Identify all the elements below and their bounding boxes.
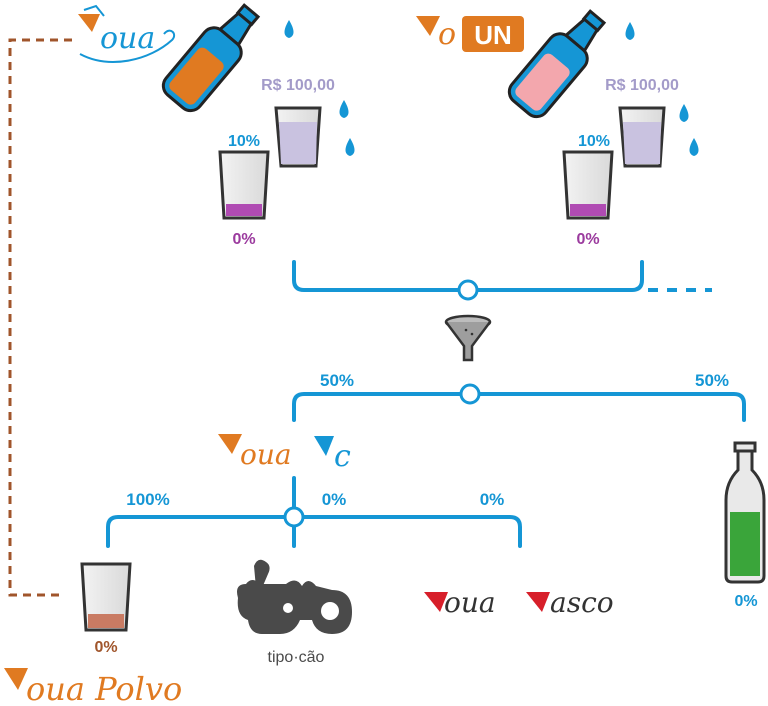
vouac-logo-suffix: c (334, 439, 351, 474)
split1-right-pct: 50% (695, 371, 729, 390)
right-share-pct: 10% (578, 133, 610, 150)
dog-bone-icon (237, 559, 352, 634)
voua-logo: oua (78, 4, 176, 63)
polvo-glass-pct: 0% (94, 639, 117, 656)
left-price-label: R$ 100,00 (261, 77, 335, 94)
voun-logo: o UN (416, 16, 524, 52)
voua-polvo-logo-text: oua Polvo (26, 670, 182, 706)
merge-bracket (292, 260, 712, 292)
glass-icon (562, 150, 614, 220)
split1-node (459, 383, 481, 405)
vouac-logo: oua c (218, 434, 351, 474)
split2-bracket (106, 476, 522, 548)
bottle-icon (507, 9, 607, 119)
glass-icon (618, 106, 666, 168)
right-price-label: R$ 100,00 (605, 77, 679, 94)
split2-node (283, 506, 305, 528)
voun-logo-text: UN (474, 20, 512, 50)
merge-node (457, 279, 479, 301)
left-share-pct: 10% (228, 133, 260, 150)
voua-vasco-logo: oua asco (424, 586, 614, 619)
funnel-icon (444, 314, 492, 362)
svg-text:o: o (438, 17, 456, 52)
glass-icon (218, 150, 270, 220)
voua-logo-text: oua (100, 21, 155, 56)
tipo-cao-logo: tipo·cão (237, 559, 352, 666)
glass-icon (274, 106, 322, 168)
voua-vasco-logo-text-2: asco (550, 586, 614, 619)
tipo-cao-logo-text: tipo·cão (268, 649, 325, 666)
voua-polvo-logo: oua Polvo (4, 668, 182, 706)
split1-bracket (292, 392, 746, 422)
left-glass-pct: 0% (232, 231, 255, 248)
drop-icon (625, 22, 699, 156)
right-glass-pct: 0% (576, 231, 599, 248)
split2-left-pct: 100% (126, 490, 169, 509)
vouac-logo-main: oua (240, 438, 292, 471)
split2-mid-pct: 0% (322, 490, 347, 509)
split1-bottle-pct: 0% (734, 593, 757, 610)
drop-icon (284, 20, 355, 156)
voua-vasco-logo-text-1: oua (444, 586, 496, 619)
brand-link-connector (8, 38, 72, 597)
split2-right-pct: 0% (480, 490, 505, 509)
split1-left-pct: 50% (320, 371, 354, 390)
bottle-icon (724, 441, 766, 584)
glass-icon (80, 562, 132, 632)
bottle-icon (161, 3, 261, 113)
